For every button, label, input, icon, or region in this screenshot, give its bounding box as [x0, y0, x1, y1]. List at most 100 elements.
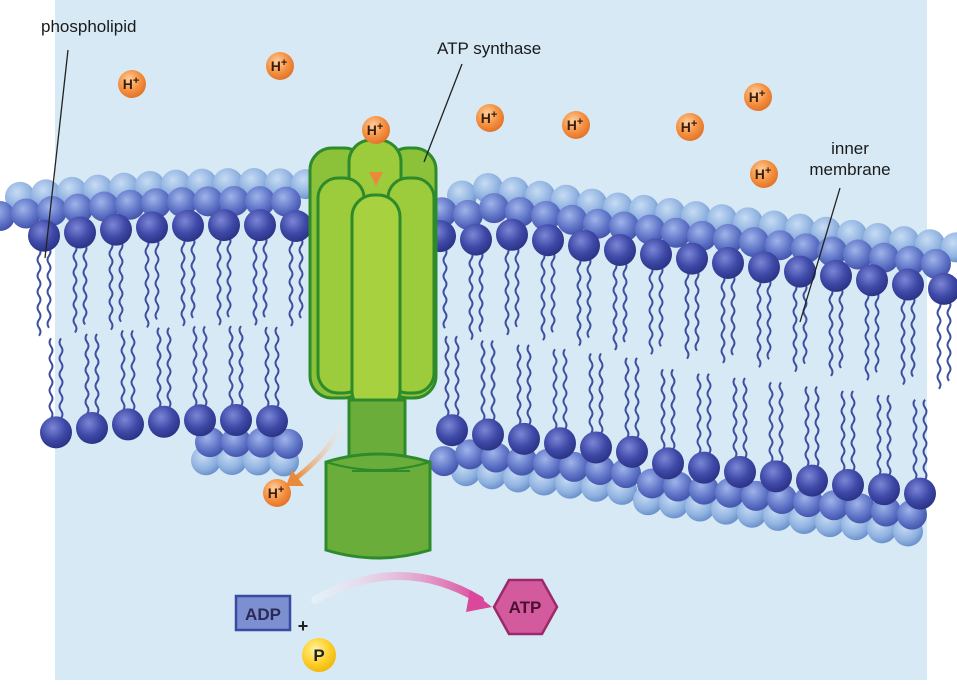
phospholipid-head-mid: [89, 191, 119, 222]
proton: H+: [118, 70, 146, 98]
phospholipid-tail: [36, 247, 42, 337]
phospholipid-head-mid: [609, 211, 639, 242]
phospholipid-head-mid: [689, 474, 719, 505]
phospholipid-head: [688, 451, 720, 484]
phospholipid-tail: [468, 251, 474, 341]
phospholipid-tail: [886, 394, 892, 476]
phospholipid-head: [40, 416, 72, 449]
phospholipid-tail: [828, 287, 834, 377]
background-panel: [55, 0, 927, 680]
phospholipid-head: [76, 412, 108, 445]
proton-circle: [676, 113, 704, 141]
phospholipid-tail: [130, 329, 136, 412]
phospholipid-label: phospholipid: [41, 17, 137, 36]
phospholipid-tail: [444, 335, 450, 417]
phospholipid-head-mid: [115, 189, 145, 220]
phospholipid-tail: [742, 377, 748, 459]
phospholipid-head: [208, 209, 240, 242]
proton-circle: [118, 70, 146, 98]
atp-synthase-label: ATP synthase: [437, 39, 542, 58]
phospholipid-head: [148, 405, 180, 438]
phospholipid-tail: [838, 287, 844, 369]
phospholipid-head-mid: [843, 239, 873, 270]
phospholipid-tail: [802, 283, 808, 365]
phospholipid-tail: [118, 241, 124, 323]
phospholipid-head: [616, 435, 648, 468]
proton-circle: [362, 116, 390, 144]
phospholipid-head: [604, 234, 636, 266]
phospholipid-tail: [514, 246, 520, 328]
phospholipid-tail: [120, 329, 126, 412]
phospholipid-tail: [264, 326, 270, 408]
proton-circle: [263, 479, 291, 507]
phospholipid-tail: [202, 325, 208, 407]
atp-molecule: ATP: [492, 578, 559, 636]
phospholipid-head: [436, 414, 468, 447]
phospholipid-head-mid: [245, 186, 275, 217]
phospholipid-head-mid: [167, 187, 197, 218]
phospholipid-tail: [298, 237, 304, 319]
phospholipid-tail: [586, 257, 592, 339]
phospholipid-head-mid: [273, 428, 303, 459]
phospholipid-head-mid: [817, 236, 847, 267]
proton: H+: [362, 116, 390, 144]
phospholipid-tail: [658, 265, 664, 347]
phospholipid-head: [112, 408, 144, 441]
phospholipid-tail: [454, 335, 460, 417]
phospholipid-tail: [550, 251, 556, 333]
phospholipid-head-mid: [531, 200, 561, 231]
phospholipid-head: [244, 209, 276, 242]
phospholipid-tail: [696, 373, 702, 455]
phospholipid-tail: [778, 381, 784, 463]
phospholipid-head: [928, 272, 957, 305]
proton-out-arrowhead: [286, 470, 304, 486]
phospholipid-head: [64, 216, 96, 249]
phospholipid-tail: [58, 337, 64, 419]
phospholipid-head: [532, 224, 564, 257]
phospholipid-head: [724, 456, 756, 488]
phospholipid-tail: [910, 295, 916, 378]
phospholipid-head-mid: [193, 186, 223, 217]
phospholipid-tail: [504, 246, 510, 336]
phospholipid-head-mid: [479, 193, 509, 224]
phospholipid-tail: [192, 325, 198, 407]
phospholipid-head: [820, 259, 852, 292]
phospholipid-head-mid: [37, 195, 67, 226]
protons: H+H+H+H+H+H+H+H+H+: [118, 52, 778, 507]
phospholipid-tail: [46, 247, 52, 329]
phospholipid-tail: [552, 348, 558, 430]
phospholipid-tail: [612, 261, 618, 351]
synthesis-arrowhead: [466, 590, 492, 612]
phospholipid-tail: [144, 238, 150, 329]
phospholipid-tail: [154, 238, 160, 321]
phospholipid-head: [496, 218, 528, 251]
phospholipid-head: [856, 264, 888, 297]
phospholipid-head: [892, 268, 924, 301]
phosphate-circle: [302, 638, 336, 672]
phospholipid-tail: [490, 339, 496, 422]
phospholipid-tail: [624, 357, 630, 439]
phospholipid-head-mid: [63, 193, 93, 224]
phospholipid-tail: [840, 390, 846, 472]
phospholipid-head: [256, 405, 288, 438]
phospholipid-tail: [900, 295, 906, 386]
phospholipid-head: [868, 473, 900, 506]
phospholipid-head-mid: [219, 186, 249, 217]
phospholipid-head-mid: [635, 214, 665, 245]
phospholipid-head-mid: [221, 427, 251, 458]
phospholipid-head-mid: [11, 198, 41, 229]
proton: H+: [676, 113, 704, 141]
phospholipid-tail: [946, 300, 952, 382]
synthesis-arrow: [311, 572, 484, 604]
phospholipid-head: [796, 464, 828, 497]
phospholipid-head: [904, 477, 936, 510]
phospholipid-head: [220, 404, 252, 437]
phospholipid-tail: [72, 243, 78, 334]
synthase-central-subunit: [350, 193, 402, 415]
phospholipid-tail: [622, 261, 628, 343]
plus-sign: +: [298, 616, 309, 636]
phospholipid-head-mid: [739, 227, 769, 258]
phospholipid-head-mid: [557, 204, 587, 235]
phospholipid-tail: [814, 386, 820, 468]
